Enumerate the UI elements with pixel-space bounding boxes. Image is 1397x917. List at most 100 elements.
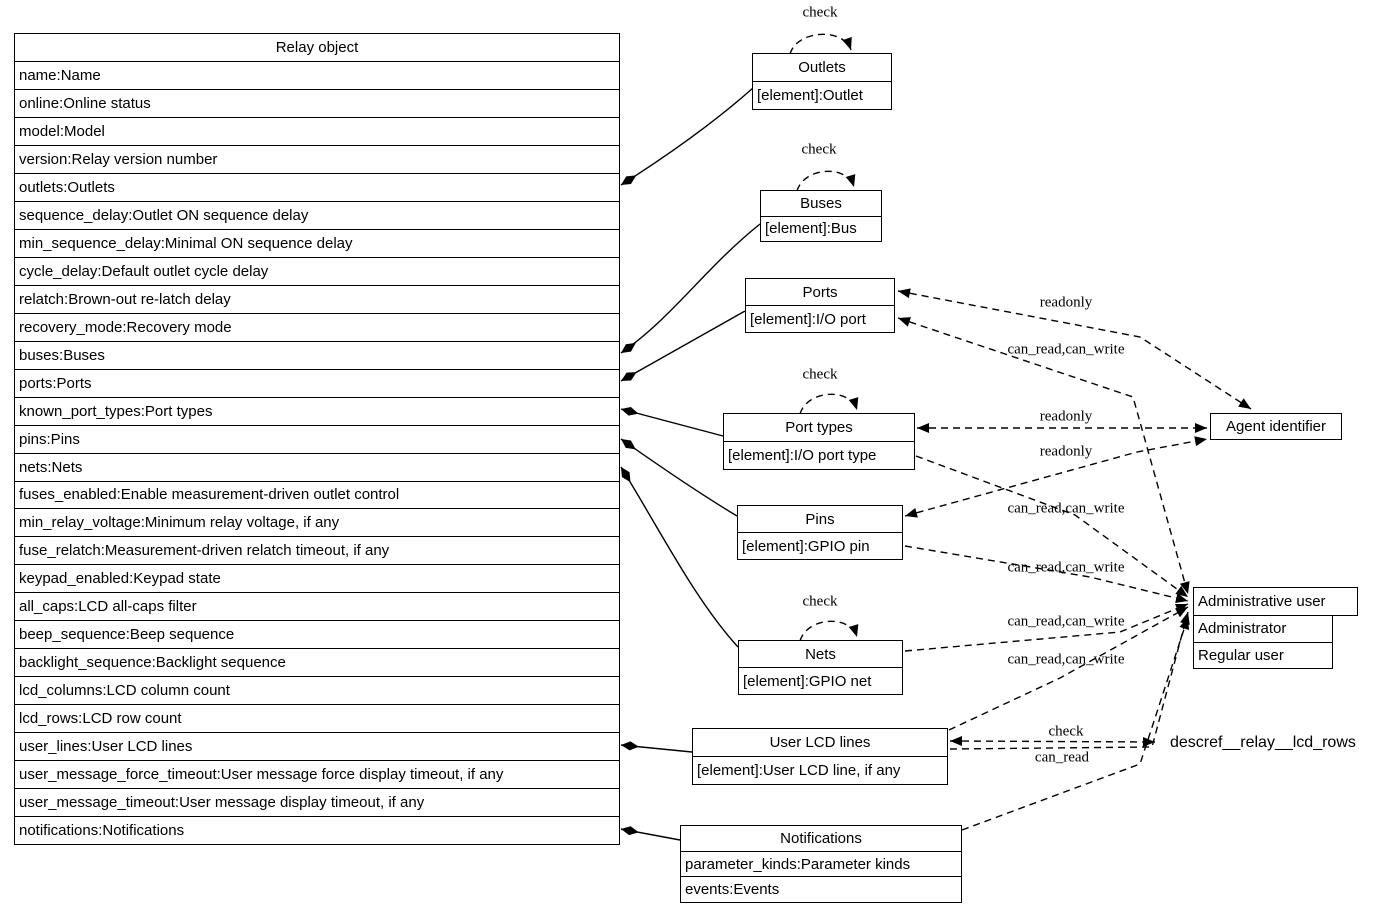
loop-check-buses: [796, 170, 856, 192]
permission-edges: [897, 288, 1252, 831]
buses-node: Buses [element]:Bus: [760, 190, 882, 242]
ports-node: Ports [element]:I/O port: [745, 278, 895, 333]
edge-userlines-admin-canreadwrite: [948, 606, 1189, 731]
edge-ports-admin-canreadwrite: [897, 317, 1190, 595]
relay-field-row: outlets:Outlets: [15, 172, 619, 201]
relay-field-row: version:Relay version number: [15, 144, 619, 173]
relay-field-row: nets:Nets: [15, 452, 619, 481]
check-loops: [789, 33, 859, 642]
relay-field-row: known_port_types:Port types: [15, 396, 619, 425]
edge-label-check-user-lines: check: [1048, 723, 1084, 740]
administrative-user-rows: Administrator Regular user: [1193, 615, 1333, 669]
nets-node: Nets [element]:GPIO net: [738, 640, 903, 695]
edge-label-crw-nets: can_read,can_write: [1007, 613, 1125, 630]
ports-title: Ports: [802, 283, 838, 301]
notifications-title: Notifications: [780, 829, 862, 847]
edge-notifications-admin: [961, 616, 1190, 831]
user-lcd-lines-element-row: [element]:User LCD line, if any: [693, 756, 947, 784]
user-lcd-lines-title: User LCD lines: [769, 734, 871, 751]
relay-field-row: model:Model: [15, 116, 619, 145]
notifications-events-row: events:Events: [681, 876, 961, 902]
descref-relay-lcd-rows-label: descref__relay__lcd_rows: [1170, 734, 1356, 751]
edge-label-crw-user-lines: can_read,can_write: [1007, 651, 1125, 668]
pins-title: Pins: [805, 510, 835, 528]
user-lcd-lines-node: User LCD lines [element]:User LCD line, …: [692, 728, 948, 785]
notifications-parameter-kinds-row: parameter_kinds:Parameter kinds: [681, 850, 961, 877]
relay-field-row: min_sequence_delay:Minimal ON sequence d…: [15, 228, 619, 257]
agent-identifier-title: Agent identifier: [1225, 418, 1327, 435]
relay-field-row: user_message_timeout:User message displa…: [15, 788, 619, 816]
relay-field-row: fuse_relatch:Measurement-driven relatch …: [15, 536, 619, 564]
relay-field-row: beep_sequence:Beep sequence: [15, 620, 619, 648]
edge-relay-user-lines: [620, 741, 693, 753]
port-types-node: Port types [element]:I/O port type: [723, 413, 915, 470]
nets-element-row: [element]:GPIO net: [739, 667, 902, 694]
buses-title: Buses: [800, 194, 842, 212]
relay-field-row: relatch:Brown-out re-latch delay: [15, 284, 619, 313]
loop-check-port-types: [799, 393, 859, 415]
nets-title: Nets: [805, 645, 836, 663]
edge-pins-agent-readonly: [904, 436, 1208, 518]
relay-field-row: ports:Ports: [15, 368, 619, 397]
relay-field-row: user_lines:User LCD lines: [15, 732, 619, 760]
edge-relay-ports: [620, 310, 746, 382]
edge-label-crw-pins: can_read,can_write: [1007, 559, 1125, 576]
pins-node: Pins [element]:GPIO pin: [737, 505, 903, 560]
relay-field-row: all_caps:LCD all-caps filter: [15, 592, 619, 620]
notifications-node: Notifications parameter_kinds:Parameter …: [680, 825, 962, 903]
edge-label-crw-port-types: can_read,can_write: [1007, 500, 1125, 517]
edge-userlines-descref-check: [949, 736, 1156, 747]
edge-label-can-read: can_read: [1034, 749, 1090, 766]
relay-object-title: Relay object: [275, 38, 359, 56]
edge-label-readonly-pins: readonly: [1039, 443, 1093, 460]
edge-relay-pins: [620, 438, 738, 517]
outlets-title: Outlets: [798, 59, 846, 76]
relay-field-row: fuses_enabled:Enable measurement-driven …: [15, 480, 619, 509]
relay-field-row: recovery_mode:Recovery mode: [15, 312, 619, 341]
edge-label-check-nets: check: [802, 593, 838, 610]
edge-port-types-admin-canreadwrite: [915, 455, 1189, 598]
buses-element-row: [element]:Bus: [761, 215, 881, 242]
edge-relay-buses: [620, 223, 761, 354]
port-types-title: Port types: [785, 419, 853, 436]
edge-label-readonly-port-types: readonly: [1039, 408, 1093, 425]
relay-field-row: buses:Buses: [15, 340, 619, 369]
relay-field-row: online:Online status: [15, 88, 619, 117]
relay-field-row: sequence_delay:Outlet ON sequence delay: [15, 200, 619, 229]
relay-object-node: Relay object name:Name online:Online sta…: [14, 33, 620, 845]
outlets-node: Outlets [element]:Outlet: [752, 53, 892, 110]
edge-label-check-buses: check: [801, 141, 837, 158]
relay-field-row: lcd_rows:LCD row count: [15, 704, 619, 732]
port-types-element-row: [element]:I/O port type: [724, 441, 914, 469]
loop-check-nets: [799, 620, 859, 642]
pins-element-row: [element]:GPIO pin: [738, 532, 902, 559]
ports-element-row: [element]:I/O port: [746, 305, 894, 332]
edge-label-check-outlets: check: [802, 4, 838, 21]
composition-edges: [620, 87, 761, 841]
relay-field-row: name:Name: [15, 60, 619, 89]
edge-relay-port-types: [620, 406, 724, 437]
relay-field-row: notifications:Notifications: [15, 816, 619, 844]
administrative-user-title: Administrative user: [1198, 593, 1326, 610]
relay-field-row: keypad_enabled:Keypad state: [15, 564, 619, 592]
edge-pins-admin-canreadwrite: [904, 545, 1189, 604]
edge-label-readonly-ports: readonly: [1039, 294, 1093, 311]
relay-field-row: min_relay_voltage:Minimum relay voltage,…: [15, 508, 619, 536]
edge-label-crw-ports: can_read,can_write: [1007, 341, 1125, 358]
relay-field-row: backlight_sequence:Backlight sequence: [15, 648, 619, 676]
loop-check-outlets: [789, 33, 852, 55]
edge-relay-nets: [620, 466, 739, 648]
agent-identifier-node: Agent identifier: [1210, 413, 1342, 440]
administrator-row: Administrator: [1198, 620, 1287, 638]
edge-relay-outlets: [620, 87, 754, 186]
edge-nets-admin-canreadwrite-1: [904, 603, 1189, 652]
outlets-element-row: [element]:Outlet: [753, 81, 891, 109]
relay-field-row: pins:Pins: [15, 424, 619, 453]
relay-field-row: user_message_force_timeout:User message …: [15, 760, 619, 788]
regular-user-row: Regular user: [1194, 641, 1332, 669]
administrative-user-header: Administrative user: [1193, 587, 1358, 616]
edge-label-check-port-types: check: [802, 366, 838, 383]
relay-field-row: cycle_delay:Default outlet cycle delay: [15, 256, 619, 285]
